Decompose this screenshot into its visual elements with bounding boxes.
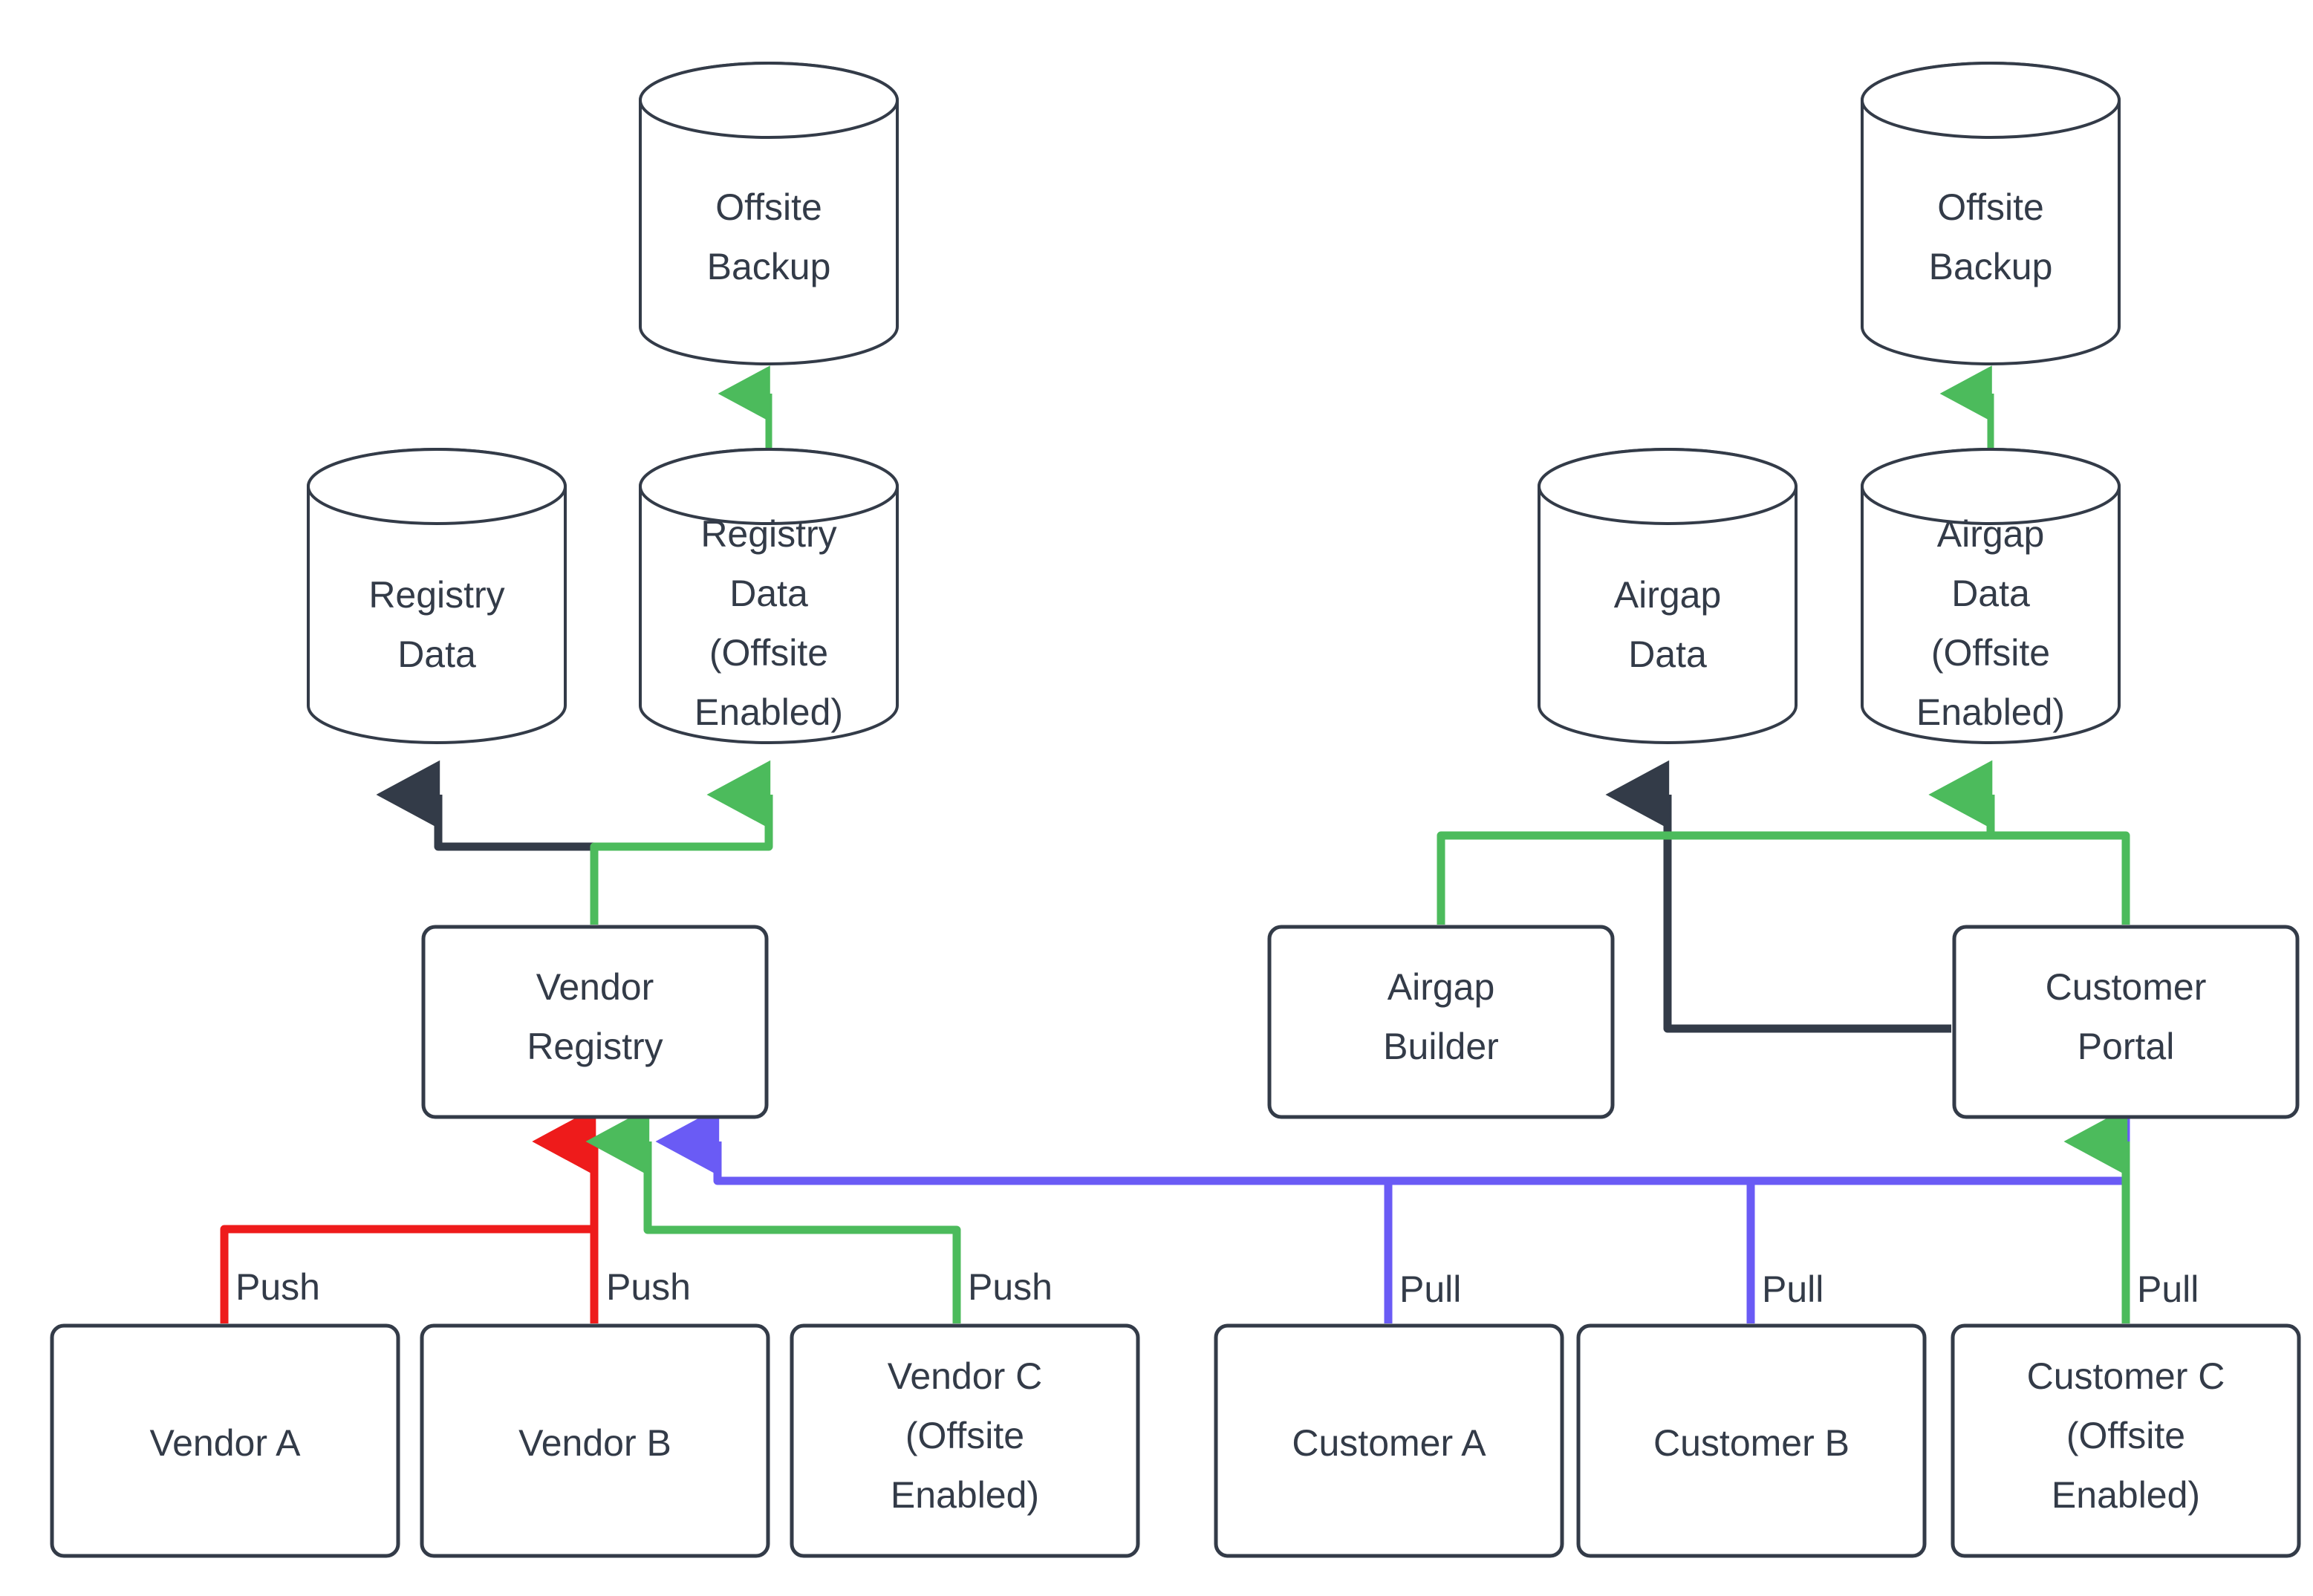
- edge-label-customer-b-pull: Pull: [1762, 1268, 1824, 1310]
- node-label-customer-portal-line2: Portal: [2078, 1026, 2175, 1067]
- node-label-airgap-builder-line2: Builder: [1383, 1026, 1499, 1067]
- node-label-vendor-registry-line2: Registry: [527, 1026, 663, 1067]
- node-label-offsite-backup-right-line1: Offsite: [1937, 186, 2044, 228]
- node-label-offsite-backup-left-line1: Offsite: [715, 186, 822, 228]
- node-label-customer-c-line1: Customer C: [2027, 1355, 2225, 1397]
- node-label-customer-a: Customer A: [1292, 1422, 1486, 1464]
- edge-label-vendor-a-push: Push: [235, 1266, 320, 1308]
- node-label-registry-data-offsite-line2: Data: [729, 573, 808, 614]
- edge-label-group: Push Push Push Pull Pull Pull: [235, 1266, 2199, 1310]
- node-label-vendor-a: Vendor A: [150, 1422, 302, 1464]
- edge-vendor-registry-to-registry-data: [376, 760, 599, 925]
- node-offsite-backup-right[interactable]: Offsite Backup: [1860, 62, 2121, 365]
- edge-label-vendor-b-push: Push: [606, 1266, 691, 1308]
- node-label-registry-data-offsite-line4: Enabled): [694, 691, 843, 733]
- node-label-customer-c-line3: Enabled): [2052, 1474, 2200, 1516]
- node-vendor-a[interactable]: Vendor A: [50, 1323, 400, 1558]
- node-label-vendor-c-line2: (Offsite: [905, 1415, 1024, 1456]
- node-label-offsite-backup-right-line2: Backup: [1929, 246, 2053, 287]
- node-label-airgap-data-line1: Airgap: [1614, 574, 1722, 616]
- edge-vendor-registry-to-registry-data-offsite: [590, 760, 773, 925]
- node-vendor-b[interactable]: Vendor B: [420, 1323, 770, 1558]
- node-vendor-registry[interactable]: Vendor Registry: [421, 925, 769, 1119]
- node-label-customer-c-line2: (Offsite: [2066, 1415, 2185, 1456]
- node-label-airgap-data-offsite-line2: Data: [1951, 573, 2030, 614]
- node-customer-c[interactable]: Customer C (Offsite Enabled): [1951, 1323, 2301, 1558]
- node-label-airgap-data-offsite-line1: Airgap: [1937, 513, 2045, 555]
- node-label-vendor-b: Vendor B: [518, 1422, 671, 1464]
- node-offsite-backup-left[interactable]: Offsite Backup: [638, 62, 900, 365]
- node-label-customer-portal-line1: Customer: [2046, 966, 2207, 1008]
- edge-customer-a-pull: [1384, 1118, 2130, 1323]
- node-label-airgap-builder-line1: Airgap: [1388, 966, 1495, 1008]
- node-airgap-builder[interactable]: Airgap Builder: [1267, 925, 1615, 1119]
- node-label-airgap-data-offsite-line3: (Offsite: [1931, 632, 2050, 674]
- edge-label-vendor-c-push: Push: [968, 1266, 1053, 1308]
- node-label-airgap-data-offsite-line4: Enabled): [1916, 691, 2065, 733]
- edge-customer-portal-to-vendor-registry: [655, 1107, 2130, 1185]
- node-registry-data-offsite[interactable]: Registry Data (Offsite Enabled): [638, 448, 900, 744]
- edge-vendor-c-push: [585, 1107, 961, 1323]
- node-airgap-data[interactable]: Airgap Data: [1537, 448, 1798, 744]
- edge-label-customer-a-pull: Pull: [1399, 1268, 1461, 1310]
- node-customer-portal[interactable]: Customer Portal: [1952, 925, 2300, 1119]
- edge-label-customer-c-pull: Pull: [2137, 1268, 2199, 1310]
- node-vendor-c[interactable]: Vendor C (Offsite Enabled): [790, 1323, 1140, 1558]
- node-label-registry-data-offsite-line1: Registry: [700, 513, 836, 555]
- node-airgap-data-offsite[interactable]: Airgap Data (Offsite Enabled): [1860, 448, 2121, 744]
- node-label-registry-data-line2: Data: [397, 633, 476, 675]
- node-label-registry-data-line1: Registry: [368, 574, 504, 616]
- node-customer-a[interactable]: Customer A: [1214, 1323, 1564, 1558]
- edge-customer-portal-to-airgap-data-offsite: [1928, 760, 2130, 925]
- node-label-offsite-backup-left-line2: Backup: [707, 246, 831, 287]
- edge-airgap-builder-to-airgap-data-offsite: [1437, 760, 1995, 925]
- edge-customer-portal-to-airgap-data: [1605, 760, 1951, 1033]
- node-registry-data[interactable]: Registry Data: [306, 448, 567, 744]
- node-customer-b[interactable]: Customer B: [1576, 1323, 1927, 1558]
- node-label-vendor-c-line1: Vendor C: [888, 1355, 1042, 1397]
- node-label-vendor-c-line3: Enabled): [891, 1474, 1039, 1516]
- node-label-vendor-registry-line1: Vendor: [536, 966, 654, 1008]
- node-label-registry-data-offsite-line3: (Offsite: [709, 632, 828, 674]
- node-label-airgap-data-line2: Data: [1628, 633, 1707, 675]
- node-label-customer-b: Customer B: [1653, 1422, 1850, 1464]
